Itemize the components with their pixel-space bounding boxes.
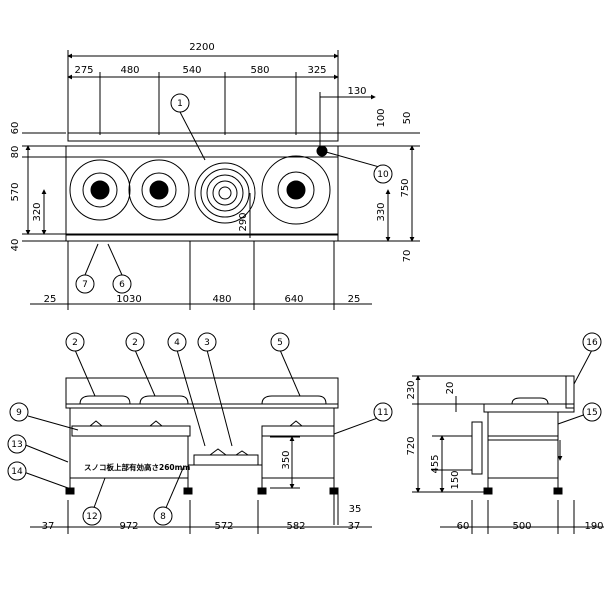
side-callouts (582, 332, 602, 422)
dim-side-bottom-2: 500 (512, 521, 531, 532)
dim-bottom-1: 25 (44, 294, 57, 305)
dim-left-4: 320 (32, 202, 43, 221)
callout-2b: 2 (132, 338, 138, 348)
dim-overall-width: 2200 (189, 42, 214, 53)
dim-side-bottom-1: 60 (457, 521, 470, 532)
dim-left-3: 570 (10, 182, 21, 201)
side-callout-labels: 16 15 (586, 338, 598, 418)
plan-callout-labels: 1 7 6 10 (82, 99, 389, 290)
callout-14: 14 (11, 467, 23, 477)
dim-burner-290: 290 (238, 212, 249, 231)
dim-right-2: 50 (402, 112, 413, 125)
dim-side-bottom-3: 190 (584, 521, 603, 532)
dim-side-720: 720 (406, 436, 417, 455)
callout-8: 8 (160, 512, 166, 522)
callout-11: 11 (377, 408, 388, 418)
front-callouts (7, 332, 393, 526)
burner-4 (261, 155, 331, 225)
dim-front-bottom-4: 582 (286, 521, 305, 532)
callout-16: 16 (586, 338, 598, 348)
callout-4: 4 (174, 338, 180, 348)
callout-6: 6 (119, 280, 125, 290)
dim-right-5: 70 (402, 250, 413, 263)
usable-height-note: スノコ板上部有効高さ260mm (84, 462, 190, 472)
dim-flue-offset: 130 (347, 86, 366, 97)
dim-side-20: 20 (445, 382, 456, 395)
dim-side-455: 455 (430, 454, 441, 473)
dim-side-230: 230 (406, 380, 417, 399)
dim-front-350: 350 (281, 450, 292, 469)
dim-front-bottom-1: 37 (42, 521, 55, 532)
callout-9: 9 (16, 408, 22, 418)
plan-callouts (75, 93, 393, 294)
dim-top-seg-4: 580 (250, 65, 269, 76)
burner-1 (69, 159, 131, 221)
plan-view (22, 50, 420, 310)
burner-3 (194, 162, 256, 224)
burner-2 (128, 159, 190, 221)
callout-10: 10 (377, 170, 389, 180)
dim-bottom-5: 25 (348, 294, 361, 305)
callout-3: 3 (204, 338, 210, 348)
dim-top-seg-1: 275 (74, 65, 93, 76)
dim-left-1: 60 (10, 122, 21, 135)
dim-bottom-3: 480 (212, 294, 231, 305)
front-callout-labels: 2 2 4 3 5 9 11 13 14 12 8 (11, 338, 388, 522)
side-view (412, 349, 604, 534)
callout-1: 1 (177, 99, 183, 109)
callout-2a: 2 (72, 338, 78, 348)
plan-view-labels: 2200 275 480 540 580 325 130 60 80 570 3… (10, 42, 413, 305)
dim-front-35: 35 (349, 504, 362, 515)
callout-12: 12 (86, 512, 97, 522)
callout-15: 15 (586, 408, 597, 418)
dim-front-bottom-5: 37 (348, 521, 361, 532)
callout-13: 13 (11, 440, 22, 450)
dim-right-4: 330 (376, 202, 387, 221)
callout-5: 5 (277, 338, 283, 348)
dim-right-3: 750 (400, 178, 411, 197)
dim-right-1: 100 (376, 108, 387, 127)
dim-front-bottom-3: 572 (214, 521, 233, 532)
dim-bottom-4: 640 (284, 294, 303, 305)
dim-front-bottom-2: 972 (119, 521, 138, 532)
dim-top-seg-5: 325 (307, 65, 326, 76)
side-view-labels: 230 20 720 455 150 60 500 190 (406, 380, 604, 532)
dim-side-150: 150 (450, 470, 461, 489)
dim-top-seg-3: 540 (182, 65, 201, 76)
dim-left-2: 80 (10, 146, 21, 159)
front-view-labels: スノコ板上部有効高さ260mm 350 35 37 972 572 582 37 (42, 450, 362, 532)
dim-bottom-2: 1030 (116, 294, 141, 305)
dim-top-seg-2: 480 (120, 65, 139, 76)
dim-left-5: 40 (10, 239, 21, 252)
front-view (20, 349, 384, 534)
callout-7: 7 (82, 280, 88, 290)
